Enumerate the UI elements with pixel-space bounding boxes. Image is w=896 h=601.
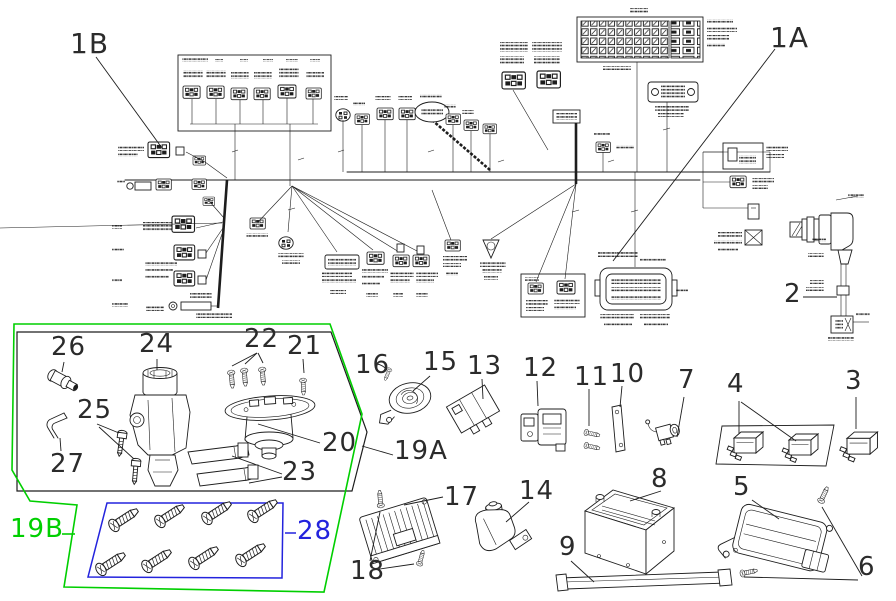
group-19a-outline [16,331,368,492]
callout-28-label: 28 [297,516,333,546]
group-19b-outline [11,323,363,593]
callout-5-label: 5 [733,472,751,502]
part-21-screw [299,377,308,396]
part-15-horn [378,382,432,425]
part-3-relay [839,431,878,463]
lower-connector-row [322,239,586,318]
callout-7-label: 7 [678,365,696,395]
callout-1b-label: 1B [70,27,110,60]
part-26-fastener [47,369,79,392]
part-4-relays-on-plate [715,424,835,467]
harness-fan-wires [257,172,636,283]
callout-8-label: 8 [651,464,669,494]
part-13-flasher-relay [445,384,501,435]
callout-18-label: 18 [350,556,386,586]
callout-20-label: 20 [322,428,358,458]
part-28-screw-kit [93,495,281,579]
callout-22-label: 22 [244,324,280,354]
upper-connector-row [334,42,634,172]
callout-23-label: 23 [282,457,318,487]
callout-16-label: 16 [355,350,391,380]
part-5-ecu [717,503,833,573]
part-11-screws [583,428,601,452]
callout-13-label: 13 [467,351,503,381]
part-7-sensor [645,419,680,446]
fuse-box [576,8,737,70]
part-20-fuel-pump [224,395,316,460]
wiring-harness-diagram [0,8,788,326]
callout-2-label: 2 [784,279,802,309]
callout-19b-label: 19B [10,514,64,544]
part-22-screws [227,366,268,389]
callout-leader-lines [59,48,863,583]
part-12-switch-assembly [520,408,567,452]
part-2-spark-plug-cap [789,194,870,341]
callout-19a-label: 19A [394,436,448,466]
part-10-plate [611,404,626,453]
callout-15-label: 15 [423,347,459,377]
part-27-clip [46,412,68,439]
callout-25-label: 25 [77,395,113,425]
callout-21-label: 21 [287,331,323,361]
part-14-ignition-coil [474,501,533,552]
callout-11-label: 11 [574,362,610,392]
callout-1a-label: 1A [770,21,809,54]
right-branch-components [702,142,788,252]
callout-17-label: 17 [444,482,480,512]
part-9-battery-strap [555,568,733,592]
connector-legend-box [177,54,332,132]
part-23-brackets [187,442,259,487]
callout-6-label: 6 [858,552,876,582]
callout-12-label: 12 [523,353,559,383]
part-24-ignition-switch [129,367,191,487]
callout-3-label: 3 [845,366,863,396]
callout-14-label: 14 [519,476,555,506]
instrument-connector [647,81,699,117]
callout-9-label: 9 [559,532,577,562]
part-8-battery [584,489,675,575]
callout-24-label: 24 [139,329,175,359]
wire-tick-marks [231,127,671,213]
callout-27-label: 27 [50,449,86,479]
callout-10-label: 10 [610,359,646,389]
callout-4-label: 4 [727,369,745,399]
left-connector-column [0,141,304,318]
callout-26-label: 26 [51,332,87,362]
ecu-main-connector [594,252,688,326]
